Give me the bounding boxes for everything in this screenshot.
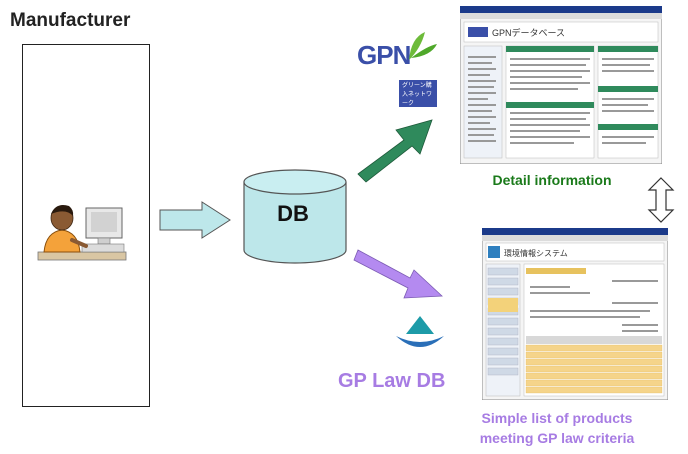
gplaw-caption: Simple list of products meeting GP law c… [452,408,662,448]
gpn-logo-subtitle: グリーン購入ネットワーク [399,80,437,107]
manufacturer-to-db-arrow [159,201,231,239]
db-to-gpn-arrow [357,119,433,183]
gplaw-title: GP Law DB [338,370,446,392]
gplaw-caption-line-1: Simple list of products [481,410,633,426]
db-label: DB [277,201,309,226]
gpn-database-screenshot: GPNデータベース [460,6,662,164]
manufacturer-title: Manufacturer [10,10,131,31]
bidirectional-arrow-icon [647,177,675,223]
gplaw-logo-icon [396,316,444,347]
gplaw-database-screenshot: 環境情報システム [482,228,668,400]
database-cylinder-icon [243,169,347,264]
gpn-logo-text: GPN [357,40,411,70]
gpn-detail-caption: Detail information [492,172,612,188]
gpn-logo: GPN グリーン購入ネットワーク [357,30,437,107]
gplaw-caption-line-2: meeting GP law criteria [479,430,635,446]
gpn-screenshot-title: GPNデータベース [492,27,565,38]
leaf-icon [409,32,437,60]
db-to-gplaw-arrow [353,249,443,299]
person-computer-icon [37,205,127,261]
gplaw-screenshot-title: 環境情報システム [504,248,568,258]
